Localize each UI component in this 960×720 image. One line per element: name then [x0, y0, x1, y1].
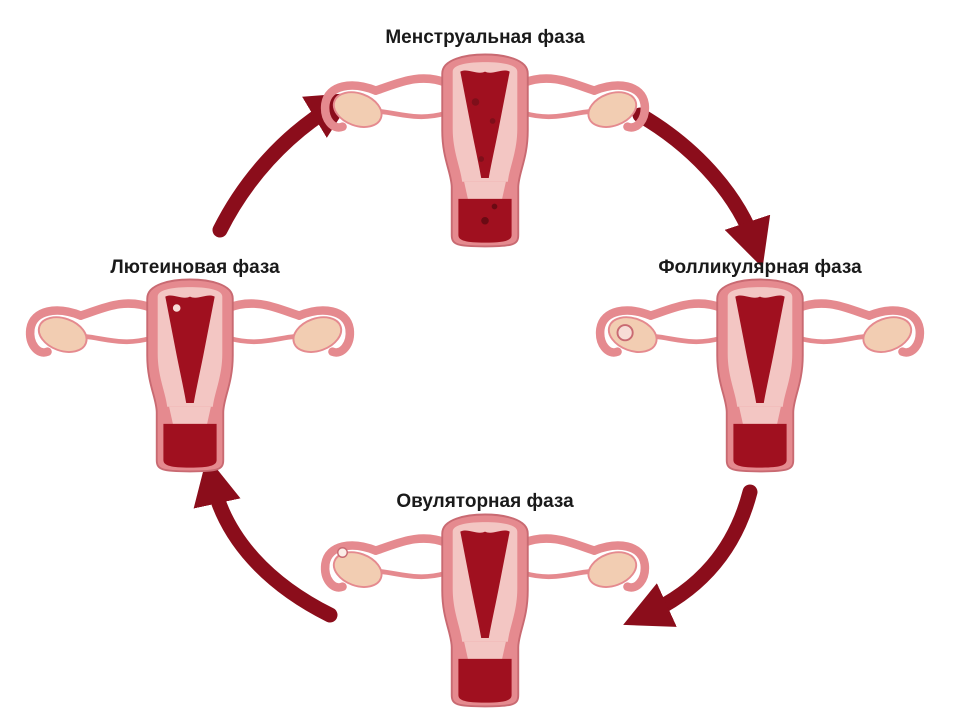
label-ovulatory-phase: Овуляторная фаза [396, 491, 574, 512]
label-follicular-phase: Фолликулярная фаза [658, 257, 862, 278]
label-luteal-phase: Лютеиновая фаза [110, 257, 280, 278]
uterus-menstrual [325, 54, 645, 246]
uterus-follicular [600, 280, 920, 472]
arrow-ovulatory-to-luteal [193, 456, 338, 623]
arrow-luteal-to-menstrual [212, 92, 356, 238]
arrow-follicular-to-ovulatory [623, 484, 758, 627]
uterus-luteal [30, 280, 350, 472]
label-menstrual-phase: Менструальная фаза [385, 27, 585, 48]
arrow-menstrual-to-follicular [632, 107, 771, 268]
uterus-ovulatory [325, 515, 645, 707]
